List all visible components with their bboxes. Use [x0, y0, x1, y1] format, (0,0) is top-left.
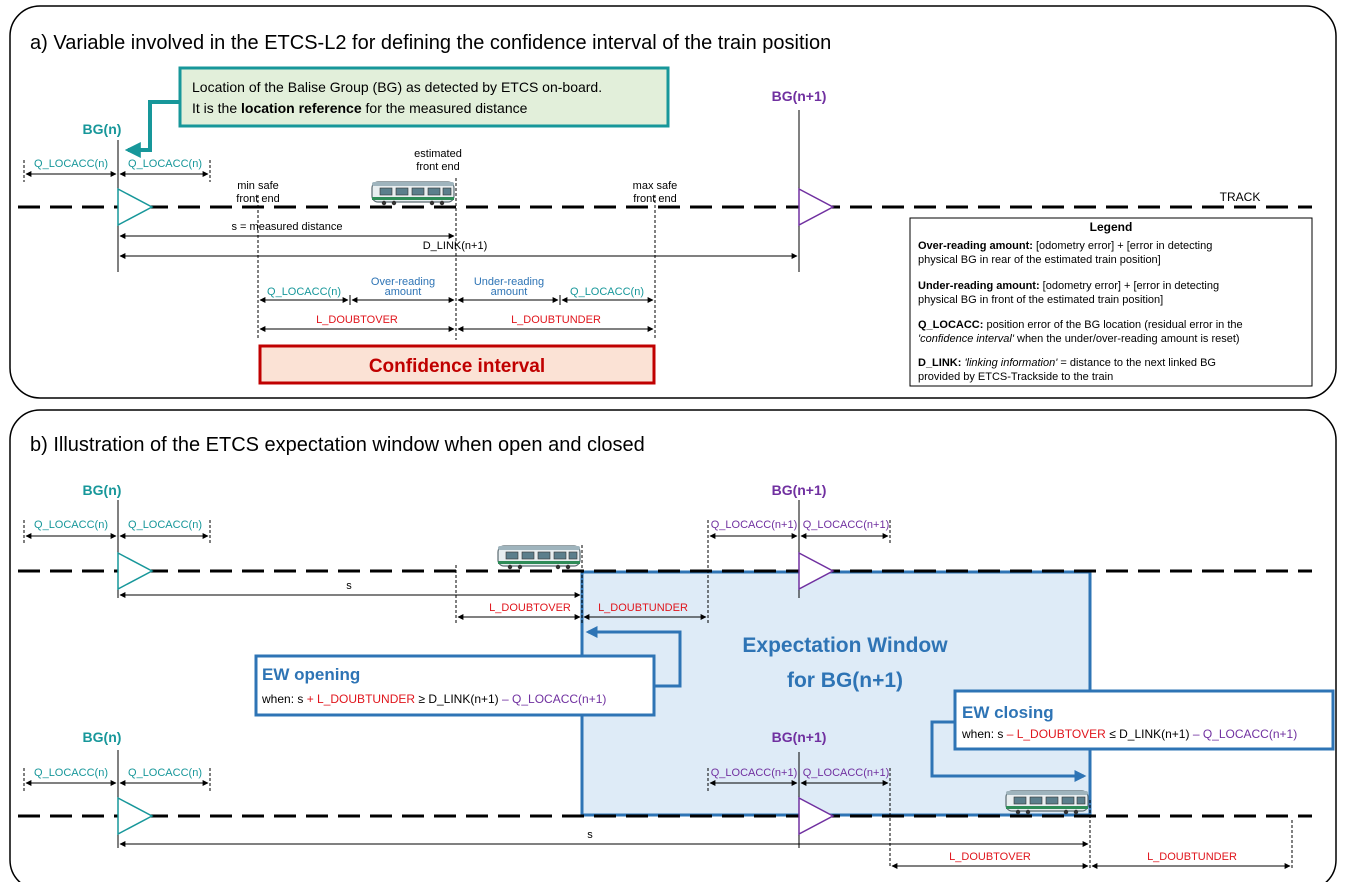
l-doubtunder-b2: L_DOUBTUNDER: [1147, 851, 1237, 863]
l-doubtover-b1: L_DOUBTOVER: [489, 602, 571, 614]
train-b1: [497, 545, 581, 570]
ew-closing-title: EW closing: [962, 703, 1054, 722]
panel-a-title: a) Variable involved in the ETCS-L2 for …: [30, 32, 831, 54]
qlocacc-n-b1-right: Q_LOCACC(n): [128, 519, 202, 531]
train-b2: [1005, 790, 1089, 815]
train-a: [371, 181, 455, 206]
balise-bg-n1-b2: [798, 796, 835, 836]
legend-title: Legend: [1090, 220, 1133, 234]
l-doubtunder-b1: L_DOUBTUNDER: [598, 602, 688, 614]
bg-n1-label-b2: BG(n+1): [772, 729, 827, 745]
d-link-label: D_LINK(n+1): [423, 240, 488, 252]
qlocacc-n1-b2-right: Q_LOCACC(n+1): [803, 767, 890, 779]
balise-bg-n1: [798, 187, 835, 227]
bg-n1-label-b1: BG(n+1): [772, 482, 827, 498]
panel-a-frame: [9, 5, 1337, 399]
bg-n-label-b1: BG(n): [83, 482, 122, 498]
bg-n-label-b2: BG(n): [83, 729, 122, 745]
track-label: TRACK: [1220, 190, 1261, 204]
ew-closing-box: [953, 689, 1335, 751]
legend-d-link: D_LINK: 'linking information' = distance…: [918, 357, 1216, 383]
l-doubtover-a: L_DOUBTOVER: [316, 314, 398, 326]
qlocacc-n-b2-left: Q_LOCACC(n): [34, 767, 108, 779]
qlocacc-n-left: Q_LOCACC(n): [34, 158, 108, 170]
s-label-b2: s: [587, 829, 593, 841]
balise-bg-n: [117, 187, 154, 227]
confidence-interval-label: Confidence interval: [369, 356, 545, 377]
ew-line-1: Expectation Window: [742, 634, 948, 657]
panel-b-title: b) Illustration of the ETCS expectation …: [30, 434, 645, 456]
qlocacc-n-min: Q_LOCACC(n): [267, 286, 341, 298]
bg-n1-label: BG(n+1): [772, 88, 827, 104]
qlocacc-n-b1-left: Q_LOCACC(n): [34, 519, 108, 531]
bg-location-callout: [178, 66, 670, 128]
qlocacc-n-max: Q_LOCACC(n): [570, 286, 644, 298]
callout-line-2: It is the location reference for the mea…: [192, 100, 528, 116]
qlocacc-n1-b1-left: Q_LOCACC(n+1): [711, 519, 798, 531]
s-label-b1: s: [346, 580, 352, 592]
ew-line-2: for BG(n+1): [787, 669, 903, 692]
legend-q-locacc: Q_LOCACC: position error of the BG locat…: [918, 319, 1243, 345]
qlocacc-n-b2-right: Q_LOCACC(n): [128, 767, 202, 779]
bg-n-label: BG(n): [83, 121, 122, 137]
qlocacc-n1-b2-left: Q_LOCACC(n+1): [711, 767, 798, 779]
legend-box: [909, 217, 1313, 387]
balise-bg-n1-b1: [798, 551, 835, 591]
qlocacc-n-right: Q_LOCACC(n): [128, 158, 202, 170]
ew-closing-arrow: [930, 720, 1087, 782]
callout-pointer-arrow: [124, 100, 180, 158]
legend-over-reading: Over-reading amount: [odometry error] + …: [918, 240, 1212, 266]
l-doubtunder-a: L_DOUBTUNDER: [511, 314, 601, 326]
legend-under-reading: Under-reading amount: [odometry error] +…: [918, 280, 1219, 306]
ew-closing-condition: when: s – L_DOUBTOVER ≤ D_LINK(n+1) – Q_…: [961, 727, 1297, 741]
balise-bg-n-b1: [117, 551, 154, 591]
ew-opening-arrow: [585, 626, 682, 688]
ew-opening-title: EW opening: [262, 665, 360, 684]
s-measured-label: s = measured distance: [232, 221, 343, 233]
ew-opening-condition: when: s + L_DOUBTUNDER ≥ D_LINK(n+1) – Q…: [261, 692, 606, 706]
balise-bg-n-b2: [117, 796, 154, 836]
callout-line-1: Location of the Balise Group (BG) as det…: [192, 79, 602, 95]
l-doubtover-b2: L_DOUBTOVER: [949, 851, 1031, 863]
qlocacc-n1-b1-right: Q_LOCACC(n+1): [803, 519, 890, 531]
confidence-interval-box: [258, 344, 656, 385]
ew-opening-box: [254, 654, 656, 717]
panel-b-frame: [9, 409, 1337, 882]
